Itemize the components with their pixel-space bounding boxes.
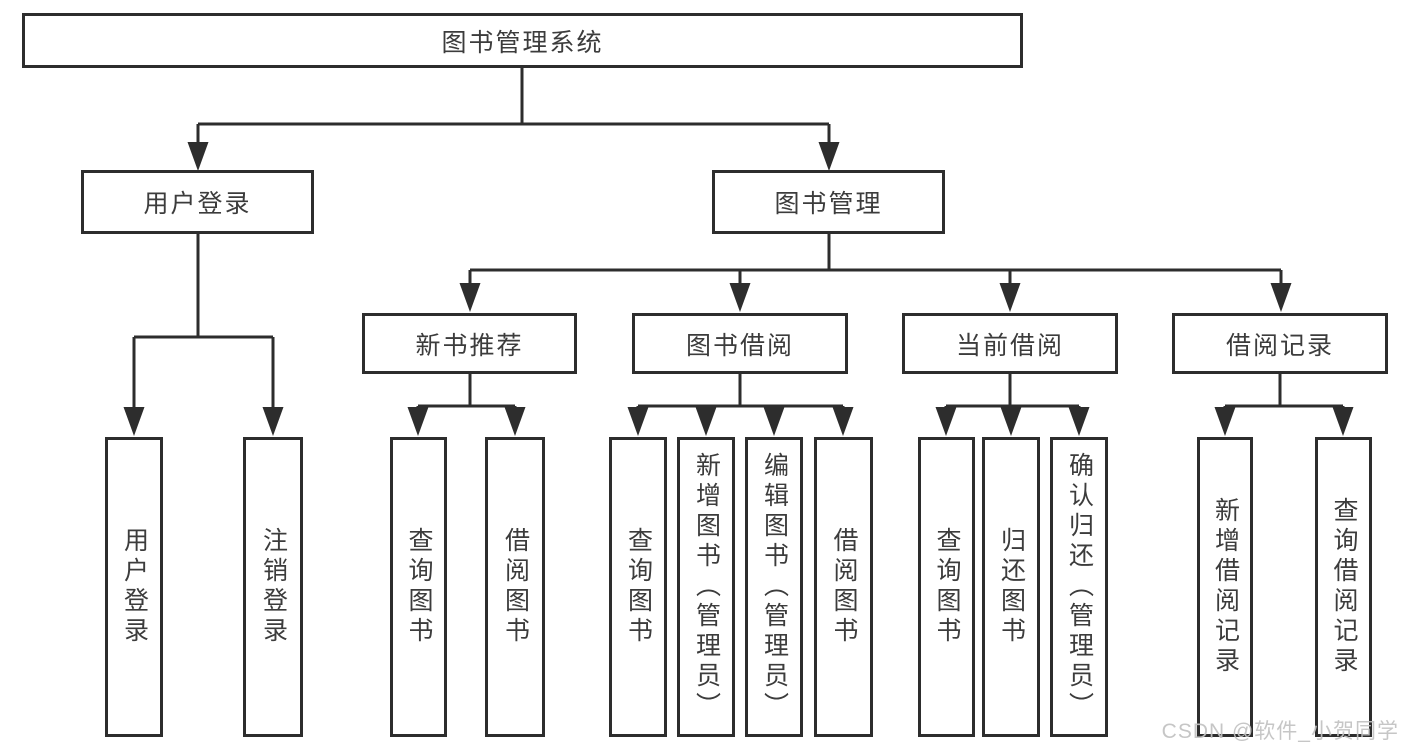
leaf-confirm-return-admin: 确认归还（管理员） [1050, 437, 1108, 737]
leaf-add-borrow-record: 新增借阅记录 [1197, 437, 1253, 737]
node-category-book-borrow: 图书借阅 [632, 313, 848, 374]
leaf-add-books-admin: 新增图书（管理员） [677, 437, 735, 737]
leaf-query-books-2: 查询图书 [609, 437, 667, 737]
leaf-query-books-3: 查询图书 [918, 437, 975, 737]
node-category-current-borrow: 当前借阅 [902, 313, 1118, 374]
leaf-edit-books-admin: 编辑图书（管理员） [745, 437, 803, 737]
leaf-query-borrow-record: 查询借阅记录 [1315, 437, 1372, 737]
leaf-query-books-1: 查询图书 [390, 437, 447, 737]
leaf-return-books: 归还图书 [982, 437, 1040, 737]
arrowheads [123, 142, 1354, 436]
node-category-new-book-recommend: 新书推荐 [362, 313, 577, 374]
leaf-logout: 注销登录 [243, 437, 303, 737]
node-root-title: 图书管理系统 [22, 13, 1023, 68]
watermark: CSDN @软件_小贺同学 [1161, 720, 1399, 743]
node-branch-user-login: 用户登录 [81, 170, 314, 234]
leaf-borrow-books-2: 借阅图书 [814, 437, 873, 737]
leaf-borrow-books-1: 借阅图书 [485, 437, 545, 737]
leaf-user-login: 用户登录 [105, 437, 163, 737]
node-category-borrow-records: 借阅记录 [1172, 313, 1388, 374]
node-branch-book-mgmt: 图书管理 [712, 170, 945, 234]
